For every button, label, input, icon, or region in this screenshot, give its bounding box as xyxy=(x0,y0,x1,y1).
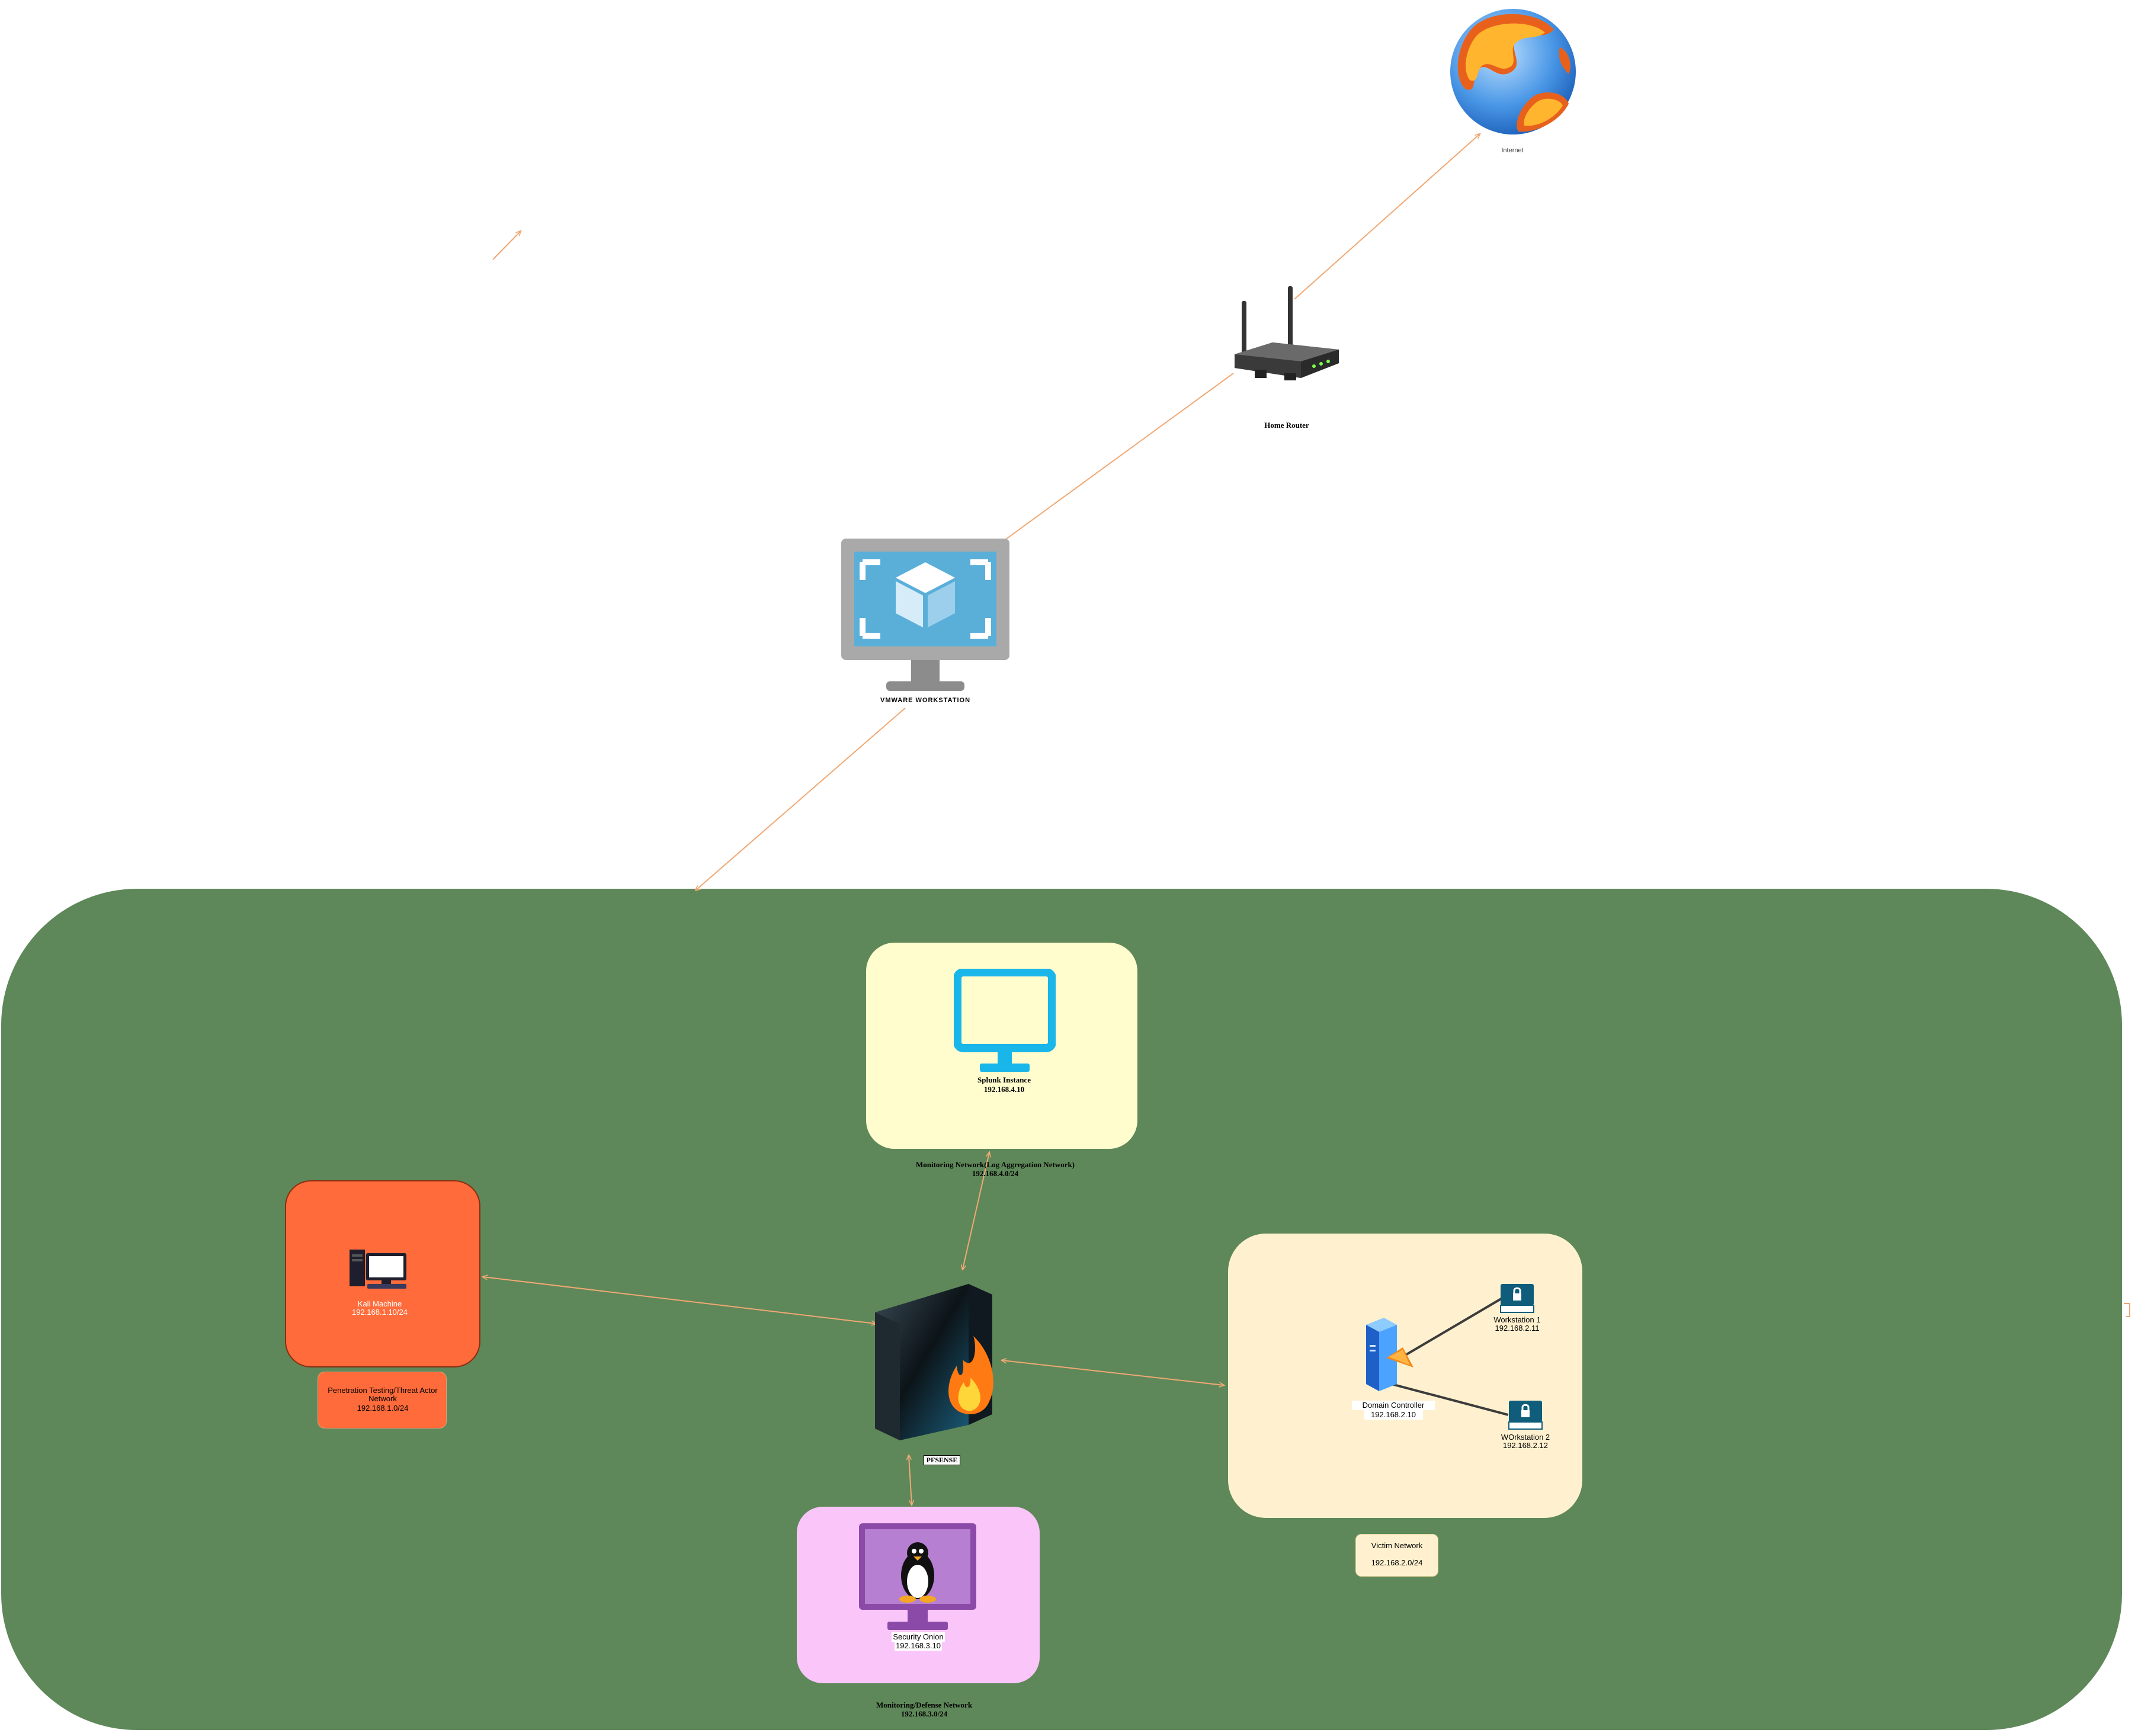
link-pfsense-splunk[interactable] xyxy=(963,1152,989,1269)
pentest-zone[interactable] xyxy=(285,1180,480,1367)
onion-ip: 192.168.3.10 xyxy=(895,1641,942,1651)
pentest-zone-label-box xyxy=(318,1372,447,1428)
link-lab-vmware[interactable] xyxy=(696,707,906,890)
link-dc-ws1[interactable] xyxy=(1399,1298,1502,1359)
firewall-icon[interactable] xyxy=(874,1277,1007,1443)
pentest-zone-subnet: 192.168.1.0/24 xyxy=(357,1404,409,1412)
desktop-computer-icon[interactable] xyxy=(348,1248,410,1291)
victim-zone-subnet: 192.168.2.0/24 xyxy=(1371,1558,1423,1567)
defense-zone-name: Monitoring/Defense Network xyxy=(876,1700,973,1709)
defense-zone-subnet: 192.168.3.0/24 xyxy=(900,1709,948,1718)
onion-name: Security Onion xyxy=(892,1632,945,1642)
victim-zone-name: Victim Network xyxy=(1371,1541,1423,1550)
linux-monitor-icon[interactable] xyxy=(859,1523,976,1632)
ws2-ip: 192.168.2.12 xyxy=(1503,1441,1548,1450)
dc-name: Domain Controller xyxy=(1352,1401,1435,1410)
internet-label: Internet xyxy=(1501,147,1524,154)
link-stray[interactable] xyxy=(492,231,521,260)
link-vmware-router[interactable] xyxy=(1005,373,1234,540)
server-icon[interactable] xyxy=(1363,1315,1417,1394)
ws1-name: Workstation 1 xyxy=(1493,1315,1541,1324)
ws1-ip: 192.168.2.11 xyxy=(1495,1324,1540,1333)
virtual-machine-monitor-icon[interactable] xyxy=(841,539,1009,696)
globe-icon[interactable] xyxy=(1447,6,1579,137)
splunk-ip: 192.168.4.10 xyxy=(983,1085,1025,1094)
kali-name: Kali Machine xyxy=(357,1299,402,1308)
pfsense-label: PFSENSE xyxy=(924,1455,960,1465)
locked-workstation-icon[interactable] xyxy=(1508,1399,1543,1430)
locked-workstation-icon[interactable] xyxy=(1499,1283,1535,1314)
link-router-internet[interactable] xyxy=(1294,134,1480,300)
monitor-icon[interactable] xyxy=(953,968,1056,1075)
monitoring-log-zone-subnet: 192.168.4.0/24 xyxy=(972,1169,1019,1178)
splunk-name: Splunk Instance xyxy=(977,1075,1031,1084)
edge-marker xyxy=(2124,1303,2130,1317)
link-pfsense-kali[interactable] xyxy=(483,1277,876,1324)
dc-ip: 192.168.2.10 xyxy=(1364,1410,1423,1420)
link-pfsense-onion[interactable] xyxy=(909,1456,912,1505)
router-label: Home Router xyxy=(1264,421,1309,430)
pentest-zone-name: Penetration Testing/Threat Actor Network xyxy=(328,1386,438,1403)
victim-zone[interactable] xyxy=(1228,1234,1582,1518)
ws2-name: WOrkstation 2 xyxy=(1501,1433,1550,1442)
link-pfsense-victim[interactable] xyxy=(1002,1360,1224,1385)
link-dc-ws2[interactable] xyxy=(1382,1381,1509,1416)
vmware-label: VMWARE WORKSTATION xyxy=(880,697,971,704)
wireless-router-icon[interactable] xyxy=(1231,283,1341,393)
monitoring-log-zone-name: Monitoring Network(Log Aggregation Netwo… xyxy=(915,1160,1075,1169)
kali-ip: 192.168.1.10/24 xyxy=(352,1308,408,1317)
victim-zone-label-box xyxy=(1355,1534,1438,1577)
